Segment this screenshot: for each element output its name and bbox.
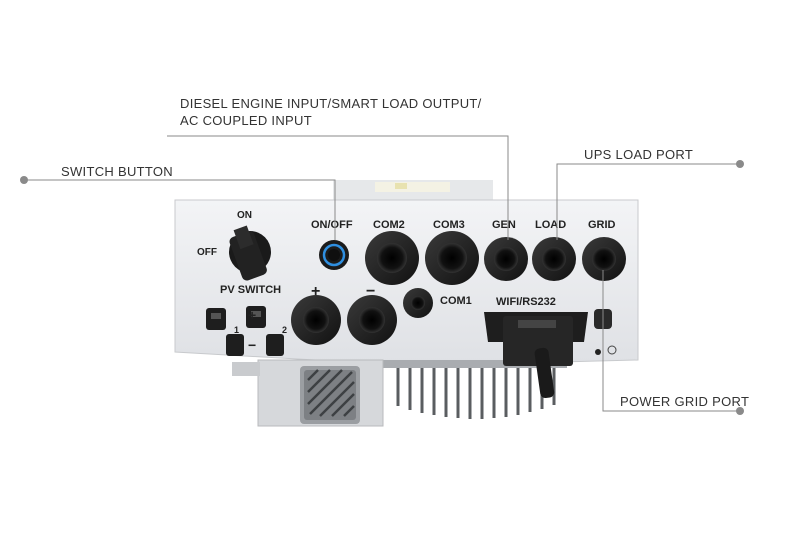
gen-port[interactable] <box>484 237 528 281</box>
label-gen: GEN <box>492 219 516 231</box>
grid-leader <box>602 270 740 412</box>
diesel-leader <box>167 135 509 240</box>
switch-button-dot <box>20 176 28 184</box>
com3-port[interactable] <box>425 231 479 285</box>
battery-negative-port[interactable] <box>347 295 397 345</box>
label-on-off: ON/OFF <box>311 219 353 231</box>
callout-ups-load-port: UPS LOAD PORT <box>584 147 694 162</box>
callout-diesel-line2: AC COUPLED INPUT <box>180 113 312 128</box>
grid-port[interactable] <box>582 237 626 281</box>
label-pv-plus: + <box>248 307 256 323</box>
label-com2: COM2 <box>373 219 405 231</box>
ups-load-leader <box>556 163 740 240</box>
label-pv1: 1 <box>234 325 239 335</box>
label-on: ON <box>237 210 252 221</box>
label-com3: COM3 <box>433 219 465 231</box>
fan-housing <box>232 359 384 427</box>
fan-grille <box>307 369 355 417</box>
label-minus: − <box>366 283 375 300</box>
switch-button-leader <box>24 179 336 240</box>
label-plus: + <box>311 283 320 300</box>
earth-screw <box>595 349 601 355</box>
pv-connectors[interactable] <box>206 306 284 356</box>
com2-port[interactable] <box>365 231 419 285</box>
grid-dot <box>736 407 744 415</box>
com1-port[interactable] <box>403 288 433 318</box>
pv-rotary-switch[interactable] <box>228 225 271 282</box>
leader-lines <box>24 135 740 412</box>
heat-sink <box>396 363 556 419</box>
heat-sink-base <box>382 360 567 368</box>
wifi-rs232-port[interactable] <box>484 312 588 399</box>
label-grid: GRID <box>588 219 616 231</box>
callout-diesel-line1: DIESEL ENGINE INPUT/SMART LOAD OUTPUT/ <box>180 96 482 111</box>
ups-load-dot <box>736 160 744 168</box>
leader-dots <box>20 160 744 415</box>
inverter-top <box>333 180 493 200</box>
callout-power-grid-port: POWER GRID PORT <box>620 394 750 409</box>
label-wifi-rs232: WIFI/RS232 <box>496 296 556 308</box>
label-off: OFF <box>197 247 217 258</box>
on-off-button[interactable] <box>319 240 349 270</box>
earth-icon <box>607 345 617 355</box>
label-load: LOAD <box>535 219 566 231</box>
label-pv-switch: PV SWITCH <box>220 284 281 296</box>
battery-positive-port[interactable] <box>291 295 341 345</box>
label-com1: COM1 <box>440 295 472 307</box>
callout-switch-button: SWITCH BUTTON <box>61 164 173 179</box>
load-port[interactable] <box>532 237 576 281</box>
label-pv2: 2 <box>282 325 287 335</box>
label-pv-minus: − <box>248 337 256 353</box>
